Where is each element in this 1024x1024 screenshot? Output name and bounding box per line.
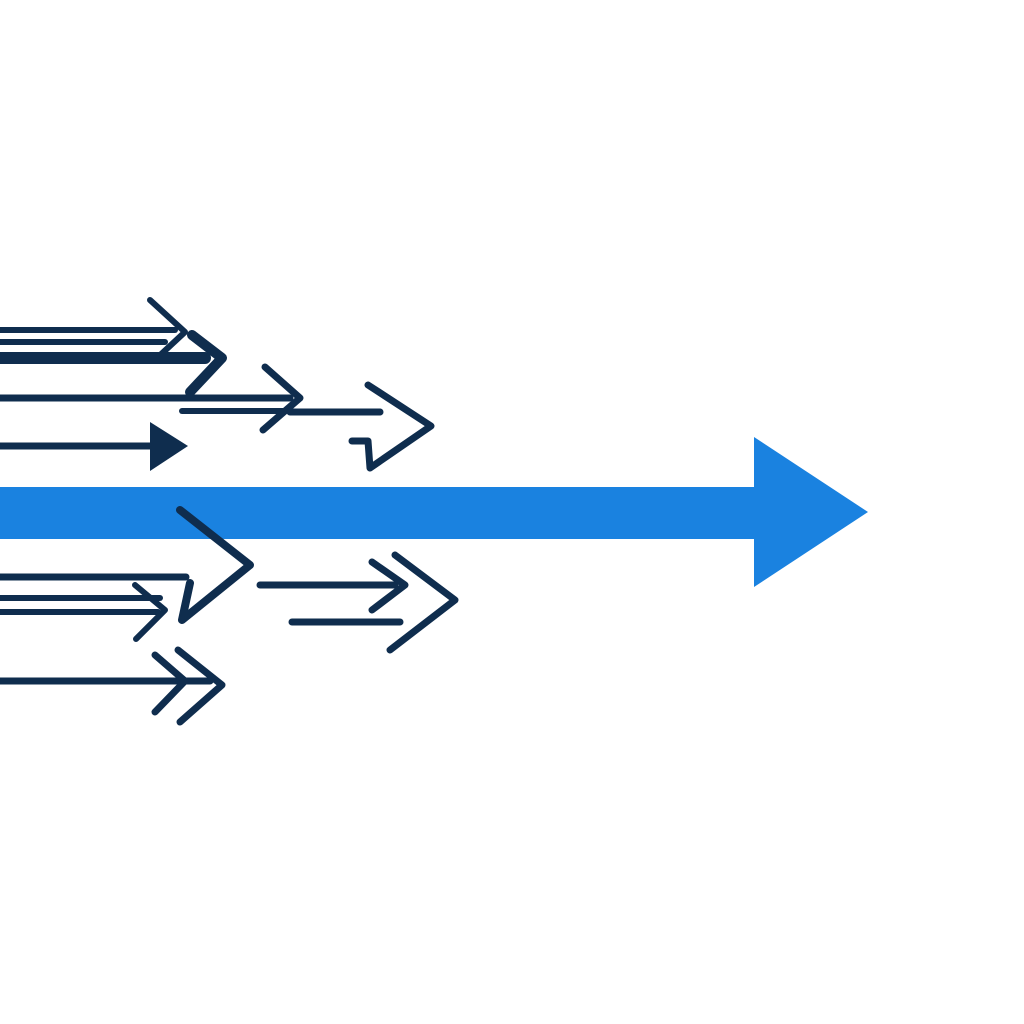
small-dark-right-arrow-icon [0,422,188,471]
small-dark-right-arrow-icon [286,381,435,472]
small-dark-right-arrow-icon [256,551,459,654]
small-dark-right-arrow-icon [0,582,168,642]
small-dark-right-arrow-icon [0,297,188,361]
large-blue-right-arrow-icon [0,437,868,587]
small-dark-right-arrow-icon [0,363,304,434]
small-dark-right-arrow-icon [0,506,254,624]
dark-arrow-cluster-icon [0,297,459,726]
small-dark-right-arrow-icon [0,330,227,397]
small-dark-right-arrow-icon [0,646,226,726]
